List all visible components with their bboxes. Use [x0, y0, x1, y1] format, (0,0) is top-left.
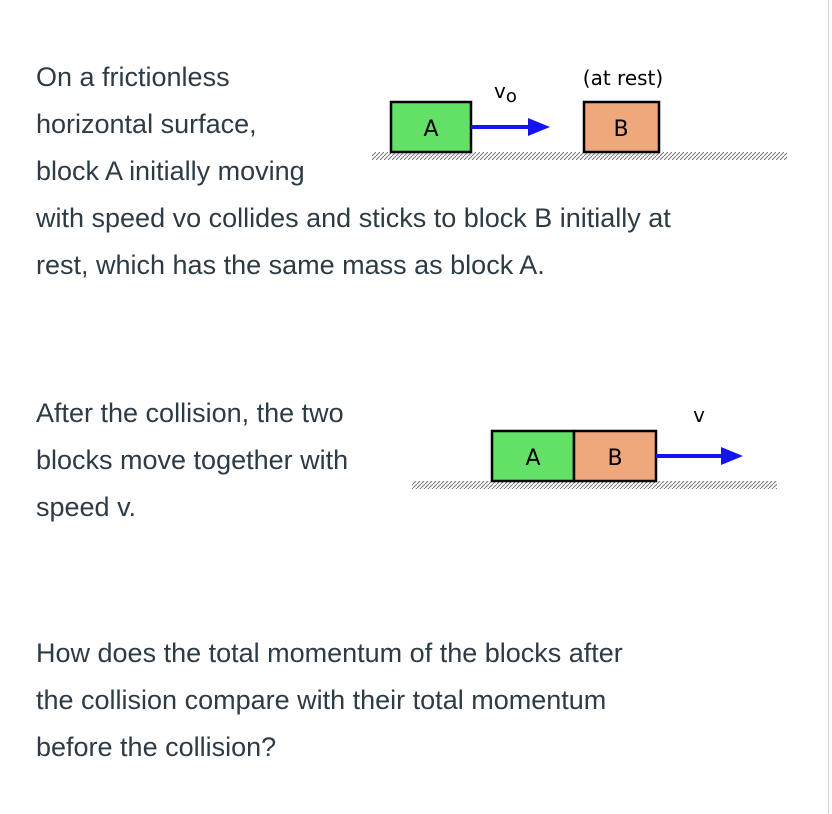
- block-a-label: A: [423, 117, 438, 142]
- question-prompt: How does the total momentum of the block…: [36, 630, 623, 771]
- prompt-line: How does the total momentum of the block…: [36, 638, 623, 668]
- intro-paragraph: On a frictionless horizontal surface, bl…: [36, 54, 671, 289]
- intro-line: rest, which has the same mass as block A…: [36, 250, 545, 280]
- ground-surface: [412, 481, 777, 489]
- at-rest-label: (at rest): [583, 66, 663, 90]
- block-a: [389, 100, 473, 154]
- velocity-arrow-head: [528, 118, 550, 136]
- intro-line: block A initially moving: [36, 156, 305, 186]
- prompt-line: before the collision?: [36, 732, 277, 762]
- after-paragraph: After the collision, the two blocks move…: [36, 390, 348, 531]
- block-a-label: A: [525, 446, 540, 471]
- intro-line: horizontal surface,: [36, 109, 257, 139]
- after-line: speed v.: [36, 492, 137, 522]
- intro-line: with speed vo collides and sticks to blo…: [36, 203, 671, 233]
- block-b-label: B: [607, 446, 622, 471]
- block-b: [572, 429, 658, 483]
- ground-surface: [372, 152, 787, 160]
- diagram-after-collision: A B v: [412, 403, 777, 489]
- velocity-arrow-head: [721, 447, 743, 465]
- velocity-label: v: [693, 403, 705, 427]
- block-b-label: B: [613, 117, 628, 142]
- velocity-label: vo: [494, 79, 517, 107]
- diagram-before-collision: A vo B (at rest): [372, 66, 787, 160]
- intro-line: On a frictionless: [36, 62, 230, 92]
- block-b: [582, 100, 661, 154]
- prompt-line: the collision compare with their total m…: [36, 685, 607, 715]
- after-line: blocks move together with: [36, 445, 349, 475]
- after-line: After the collision, the two: [36, 398, 344, 428]
- page-border: [828, 0, 829, 814]
